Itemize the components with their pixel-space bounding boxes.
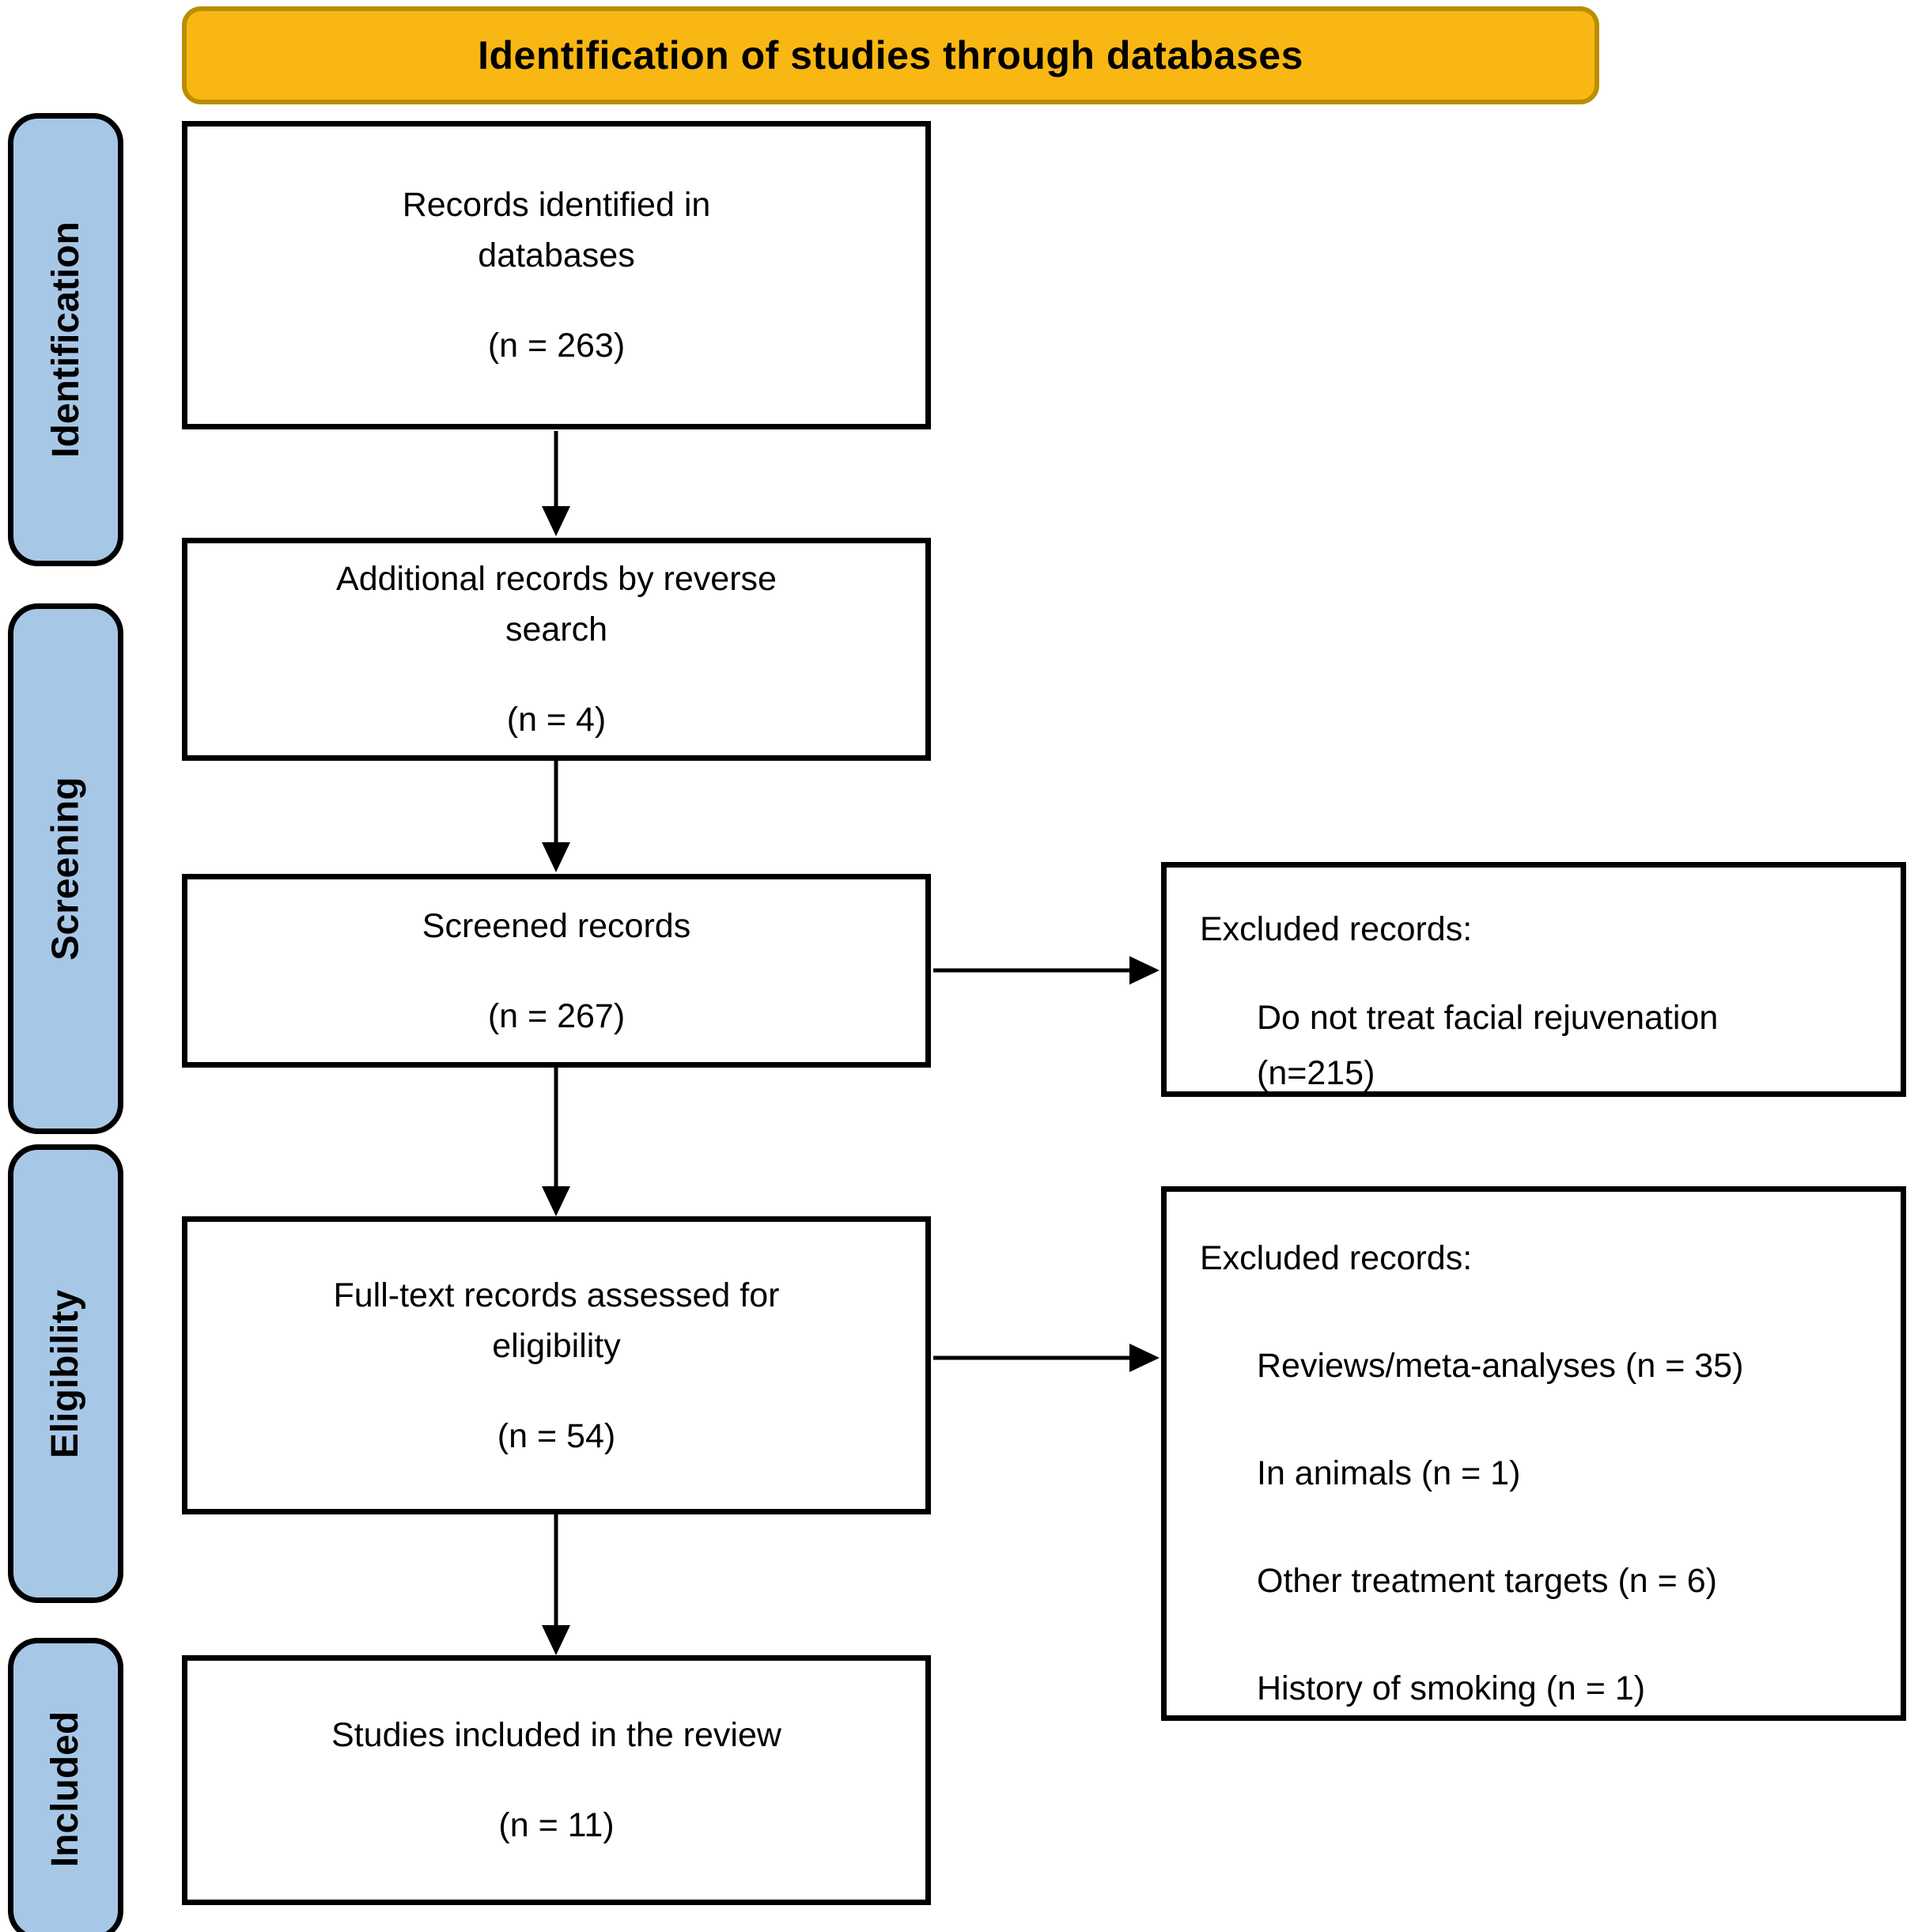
banner-title: Identification of studies through databa… (478, 33, 1303, 78)
stage-label-text: Identification (44, 221, 87, 458)
excluded-title: Excluded records: (1200, 1239, 1473, 1277)
excluded-box-eligibility: Excluded records: Reviews/meta-analyses … (1161, 1186, 1906, 1721)
excluded-item: History of smoking (n = 1) (1257, 1669, 1646, 1707)
banner: Identification of studies through databa… (182, 6, 1599, 104)
flow-box-line: Full-text records assessed for (333, 1276, 780, 1314)
flow-box-line: Screened records (422, 906, 691, 945)
stage-label-eligibility: Eligibility (8, 1144, 123, 1603)
excluded-item: Reviews/meta-analyses (n = 35) (1257, 1347, 1744, 1385)
flow-box-additional-records: Additional records by reverse search (n … (182, 538, 931, 761)
flow-box-count: (n = 267) (487, 996, 626, 1035)
excluded-item: Do not treat facial rejuvenation (1257, 999, 1719, 1037)
excluded-item: Other treatment targets (n = 6) (1257, 1562, 1717, 1600)
down-arrow-icon (542, 1514, 570, 1655)
stage-label-identification: Identification (8, 113, 123, 566)
excluded-item-count: (n=215) (1257, 1054, 1375, 1092)
down-arrow-icon (542, 761, 570, 872)
excluded-box-screening: Excluded records: Do not treat facial re… (1161, 862, 1906, 1097)
flow-box-line: eligibility (492, 1326, 621, 1365)
flow-box-records-identified: Records identified in databases (n = 263… (182, 121, 931, 429)
flow-box-count: (n = 54) (497, 1416, 616, 1455)
flow-box-studies-included: Studies included in the review (n = 11) (182, 1655, 931, 1905)
excluded-title: Excluded records: (1200, 910, 1473, 948)
stage-label-included: Included (8, 1638, 123, 1932)
flow-box-line: Records identified in (402, 186, 711, 224)
down-arrow-icon (542, 1068, 570, 1216)
stage-label-text: Eligibility (44, 1289, 87, 1458)
flow-box-line: databases (478, 236, 635, 274)
right-arrow-icon (933, 956, 1160, 985)
stage-label-text: Included (44, 1711, 87, 1868)
down-arrow-icon (542, 431, 570, 536)
right-arrow-icon (933, 1344, 1160, 1372)
flow-box-count: (n = 11) (498, 1806, 615, 1844)
flow-box-line: Studies included in the review (331, 1716, 781, 1754)
stage-label-screening: Screening (8, 603, 123, 1134)
flow-box-line: Additional records by reverse (336, 560, 777, 598)
flow-box-line: search (505, 611, 608, 648)
flow-box-count: (n = 263) (487, 327, 626, 365)
flow-box-screened-records: Screened records (n = 267) (182, 874, 931, 1068)
flow-box-fulltext-assessed: Full-text records assessed for eligibili… (182, 1216, 931, 1514)
flow-box-count: (n = 4) (506, 701, 607, 739)
stage-label-text: Screening (44, 777, 87, 961)
excluded-item: In animals (n = 1) (1257, 1454, 1521, 1492)
